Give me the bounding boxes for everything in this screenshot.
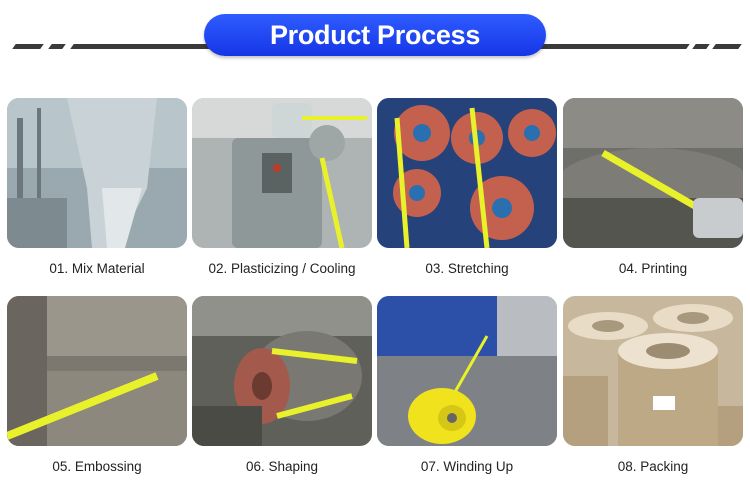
photo-packing: [563, 296, 743, 446]
header-stripe-left: [70, 44, 214, 49]
photo-shaping: [192, 296, 372, 446]
header-stripe-right: [692, 44, 710, 49]
header-stripe-right: [536, 44, 690, 49]
page-title-banner: Product Process: [204, 14, 546, 56]
step-label: 08. Packing: [617, 459, 689, 474]
step-label: 04. Printing: [618, 261, 688, 276]
page-title: Product Process: [269, 19, 481, 50]
photo-mix-material: [7, 98, 187, 248]
header-stripe-right: [712, 44, 742, 49]
photo-plasticizing-cooling: [192, 98, 372, 248]
step-label: 02. Plasticizing / Cooling: [208, 261, 356, 276]
photo-printing: [563, 98, 743, 248]
step-label: 07. Winding Up: [420, 459, 514, 474]
header-stripe-left: [12, 44, 44, 49]
photo-embossing: [7, 296, 187, 446]
step-label: 01. Mix Material: [49, 261, 145, 276]
step-label: 03. Stretching: [425, 261, 509, 276]
photo-winding-up: [377, 296, 557, 446]
photo-stretching: [377, 98, 557, 248]
header-stripe-left: [48, 44, 66, 49]
step-label: 06. Shaping: [245, 459, 319, 474]
step-label: 05. Embossing: [52, 459, 142, 474]
